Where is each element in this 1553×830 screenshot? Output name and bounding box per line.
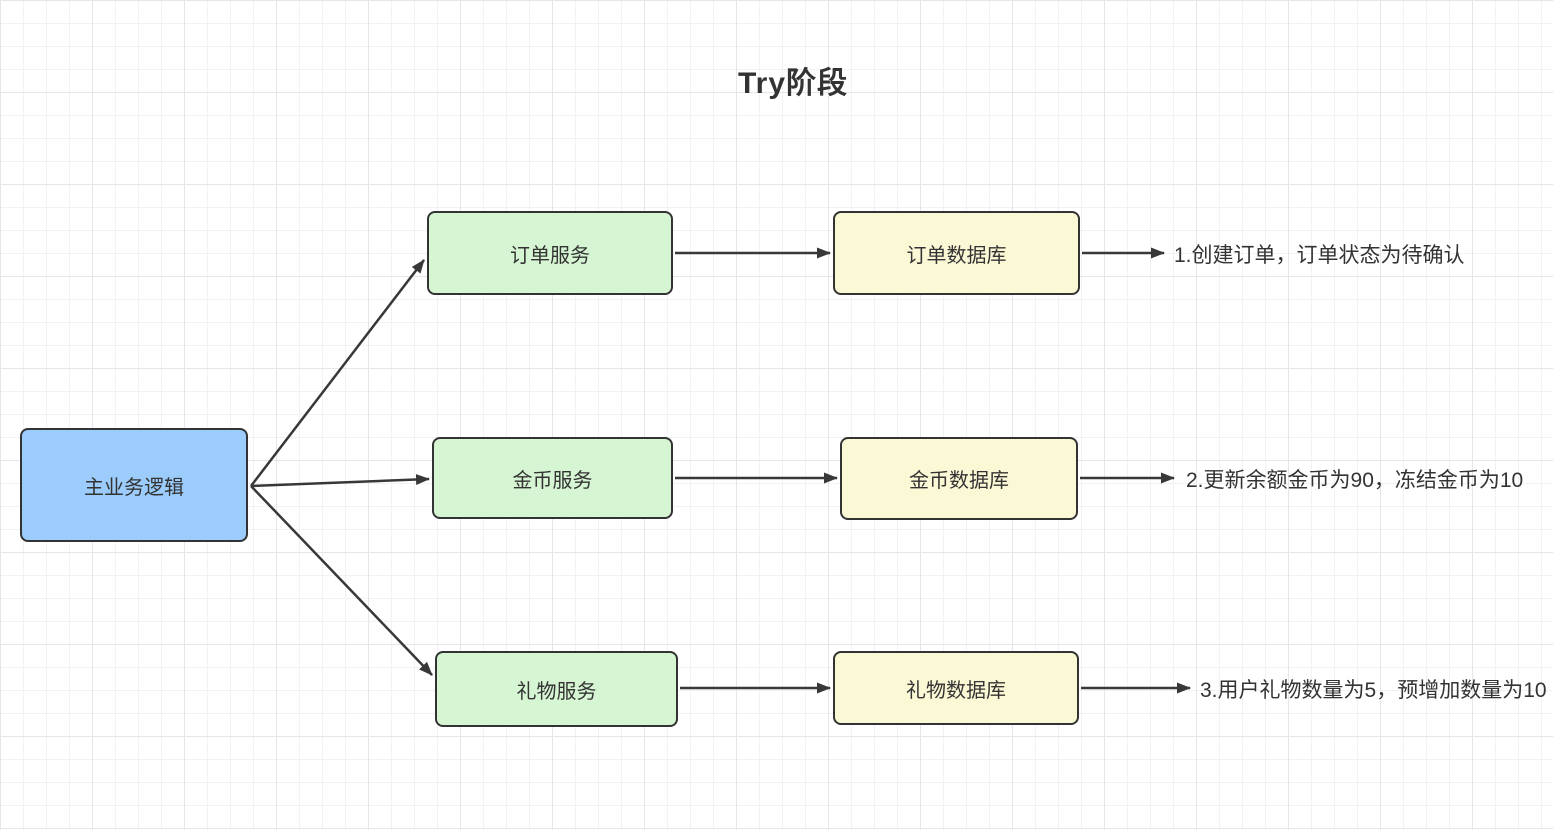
gift-service-label: 礼物服务 [516, 680, 597, 703]
main-logic-label: 主业务逻辑 [84, 476, 184, 499]
main-logic-node: 主业务逻辑 [20, 428, 248, 542]
gift-database-label: 礼物数据库 [906, 679, 1006, 702]
coin-service-label: 金币服务 [512, 469, 593, 492]
coin-database-label: 金币数据库 [909, 470, 1009, 492]
order-service-node: 订单服务 [427, 211, 673, 295]
order-database-node: 订单数据库 [833, 211, 1080, 295]
order-service-label: 订单服务 [510, 244, 590, 267]
gift-service-node: 礼物服务 [435, 651, 678, 727]
gift-database-node: 礼物数据库 [833, 651, 1079, 725]
diagram-title: Try阶段 [737, 67, 849, 100]
arrow-main-to-gift-service [250, 485, 433, 676]
order-note: 1.创建订单，订单状态为待确认 [1174, 244, 1465, 267]
coin-note: 2.更新余额金币为90，冻结金币为10 [1186, 469, 1524, 492]
arrow-main-to-order-service [250, 259, 425, 487]
arrow-main-to-coin-service [250, 474, 430, 488]
order-database-label: 订单数据库 [906, 244, 1007, 267]
gift-note: 3.用户礼物数量为5，预增加数量为10 [1200, 679, 1547, 702]
coin-service-node: 金币服务 [432, 437, 673, 519]
coin-database-node: 金币数据库 [840, 437, 1078, 520]
